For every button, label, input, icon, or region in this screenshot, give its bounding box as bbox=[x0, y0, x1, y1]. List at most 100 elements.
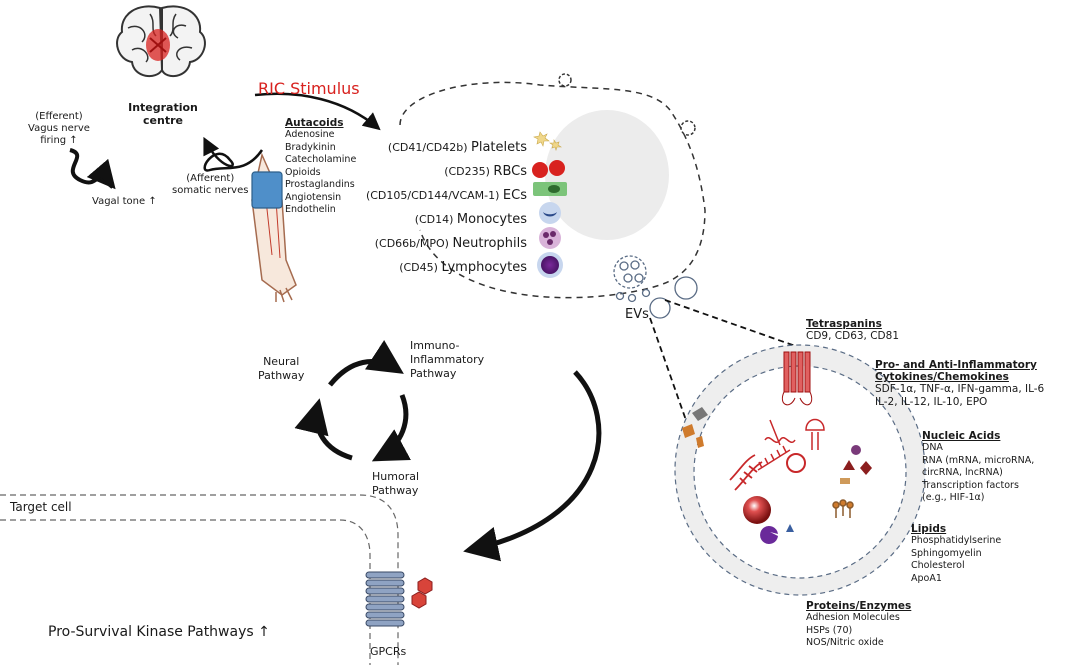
hairpin-rna-icon bbox=[805, 418, 825, 450]
autacoid-item: Catecholamine bbox=[285, 154, 357, 165]
ric-arrow bbox=[254, 92, 381, 131]
cytokines-title-line1: Pro- and Anti-Inflammatory bbox=[875, 359, 1037, 371]
cycle-arrows-icon bbox=[294, 340, 411, 462]
autacoid-item: Adenosine bbox=[285, 129, 335, 140]
cell-name: ECs bbox=[502, 188, 527, 203]
proteins-list: Adhesion Molecules HSPs (70) NOS/Nitric … bbox=[806, 612, 911, 650]
nucleic-item: RNA (mRNA, microRNA, bbox=[922, 454, 1035, 466]
membrane-protein-icon bbox=[682, 407, 708, 448]
autacoids-list: Adenosine Bradykinin Catecholamine Opioi… bbox=[285, 129, 356, 217]
cell-name: RBCs bbox=[493, 164, 527, 179]
vagal-tone-label: Vagal tone ↑ bbox=[92, 196, 157, 207]
brain-icon bbox=[116, 5, 206, 78]
cytokines-block: Pro- and Anti-Inflammatory Cytokines/Che… bbox=[875, 359, 1044, 409]
lipid-item: ApoA1 bbox=[911, 572, 942, 584]
neural-line2: Pathway bbox=[258, 369, 305, 382]
protein-item: HSPs (70) bbox=[806, 624, 853, 636]
gpcrs-label: GPCRs bbox=[370, 645, 407, 658]
nucleic-list: DNA RNA (mRNA, microRNA, circRNA, lncRNA… bbox=[922, 442, 1034, 505]
humoral-line2: Pathway bbox=[372, 484, 419, 497]
neutrophil-icon bbox=[539, 227, 561, 249]
lipid-item: Cholesterol bbox=[911, 560, 965, 571]
tetraspanins-block: Tetraspanins CD9, CD63, CD81 bbox=[806, 318, 899, 343]
kinase-pathways-label: Pro-Survival Kinase Pathways ↑ bbox=[48, 624, 270, 640]
gpcr-icon bbox=[365, 571, 405, 627]
nucleic-item: Transcription factors bbox=[922, 479, 1019, 491]
cell-name: Lymphocytes bbox=[441, 260, 527, 275]
target-cell-outer-membrane bbox=[0, 494, 399, 665]
lymphocyte-icon bbox=[537, 252, 563, 278]
cell-marker: (CD14) bbox=[414, 213, 454, 226]
cell-nucleus bbox=[545, 110, 669, 240]
autacoid-item: Prostaglandins bbox=[285, 179, 355, 190]
cell-icons-column bbox=[532, 131, 567, 278]
rbc-icon bbox=[532, 160, 565, 178]
afferent-line2: somatic nerves bbox=[172, 185, 249, 196]
neural-pathway-label: Neural Pathway bbox=[258, 355, 304, 383]
brain-label-line1: Integration bbox=[128, 101, 198, 114]
target-cell-inner-membrane bbox=[0, 519, 371, 665]
cell-name: Platelets bbox=[471, 140, 527, 155]
cell-bleb-right bbox=[680, 120, 696, 136]
neural-line1: Neural bbox=[263, 355, 300, 368]
phospholipid-icon bbox=[832, 499, 854, 518]
protein-small-icon bbox=[786, 524, 794, 532]
enzyme-icon bbox=[760, 526, 778, 544]
nucleic-item: circRNA, lncRNA) bbox=[922, 467, 1003, 478]
lipids-title: Lipids bbox=[911, 523, 947, 535]
brain-label-line2: centre bbox=[143, 114, 183, 127]
cell-bleb-top bbox=[558, 73, 572, 87]
proteins-title: Proteins/Enzymes bbox=[806, 600, 912, 612]
rna-comb-icon bbox=[757, 445, 791, 471]
autacoid-item: Opioids bbox=[285, 166, 321, 178]
cell-name: Neutrophils bbox=[452, 236, 527, 251]
nucleic-title: Nucleic Acids bbox=[922, 430, 1001, 442]
immuno-line3: Pathway bbox=[410, 367, 457, 380]
autacoids-block: Autacoids Adenosine Bradykinin Catechola… bbox=[285, 117, 356, 217]
ev-to-target-arrow bbox=[463, 370, 602, 562]
platelet-icon bbox=[533, 131, 562, 151]
nucleic-acids-block: Nucleic Acids DNA RNA (mRNA, microRNA, c… bbox=[922, 430, 1034, 505]
lipids-list: Phosphatidylserine Sphingomyelin Cholest… bbox=[911, 535, 1001, 585]
nucleic-item: (e.g., HIF-1α) bbox=[922, 492, 985, 503]
efferent-line3: firing ↑ bbox=[40, 135, 78, 146]
efferent-line1: (Efferent) bbox=[35, 111, 83, 122]
autacoids-title: Autacoids bbox=[285, 117, 344, 129]
circrna-icon bbox=[786, 453, 806, 473]
autacoid-item: Bradykinin bbox=[285, 141, 336, 153]
cell-marker: (CD235) bbox=[444, 165, 490, 178]
afferent-line1: (Afferent) bbox=[186, 173, 235, 184]
cell-marker: (CD45) bbox=[399, 261, 438, 274]
efferent-label: (Efferent) Vagus nerve firing ↑ bbox=[28, 111, 90, 147]
target-cell-label: Target cell bbox=[10, 500, 72, 514]
lipid-item: Sphingomyelin bbox=[911, 547, 982, 559]
ligand-hexagon-icon bbox=[411, 577, 433, 609]
efferent-arrow-head-line bbox=[99, 177, 113, 189]
tetraspanin-icon bbox=[781, 351, 813, 406]
cell-marker: (CD66b/MPO) bbox=[374, 237, 449, 250]
cytokines-title-line2: Cytokines/Chemokines bbox=[875, 371, 1009, 383]
proteins-block: Proteins/Enzymes Adhesion Molecules HSPs… bbox=[806, 600, 911, 650]
integration-centre-label: Integration centre bbox=[123, 101, 203, 127]
rna-strand-icon bbox=[764, 419, 796, 446]
cell-row-lymphocytes: (CD45) Lymphocytes bbox=[366, 256, 527, 280]
cell-row-neutrophils: (CD66b/MPO) Neutrophils bbox=[366, 232, 527, 256]
humoral-line1: Humoral bbox=[372, 470, 420, 483]
cell-row-monocytes: (CD14) Monocytes bbox=[366, 208, 527, 232]
protein-item: NOS/Nitric oxide bbox=[806, 637, 884, 648]
arm-icon bbox=[251, 152, 297, 303]
humoral-pathway-label: Humoral Pathway bbox=[372, 470, 419, 498]
small-molecule-icon bbox=[851, 445, 861, 455]
immuno-pathway-label: Immuno- Inflammatory Pathway bbox=[410, 339, 484, 381]
lipid-item: Phosphatidylserine bbox=[911, 535, 1002, 546]
cell-name: Monocytes bbox=[456, 212, 527, 227]
efferent-squiggle-arrow bbox=[69, 148, 116, 190]
lipids-block: Lipids Phosphatidylserine Sphingomyelin … bbox=[911, 523, 1001, 585]
immuno-line1: Immuno- bbox=[410, 339, 460, 352]
cytokines-line1: SDF-1α, TNF-α, IFN-gamma, IL-6 bbox=[875, 383, 1045, 395]
cell-outline bbox=[399, 81, 706, 299]
autacoid-item: Angiotensin bbox=[285, 191, 342, 203]
cell-types-list: (CD41/CD42b) Platelets (CD235) RBCs (CD1… bbox=[366, 136, 527, 280]
